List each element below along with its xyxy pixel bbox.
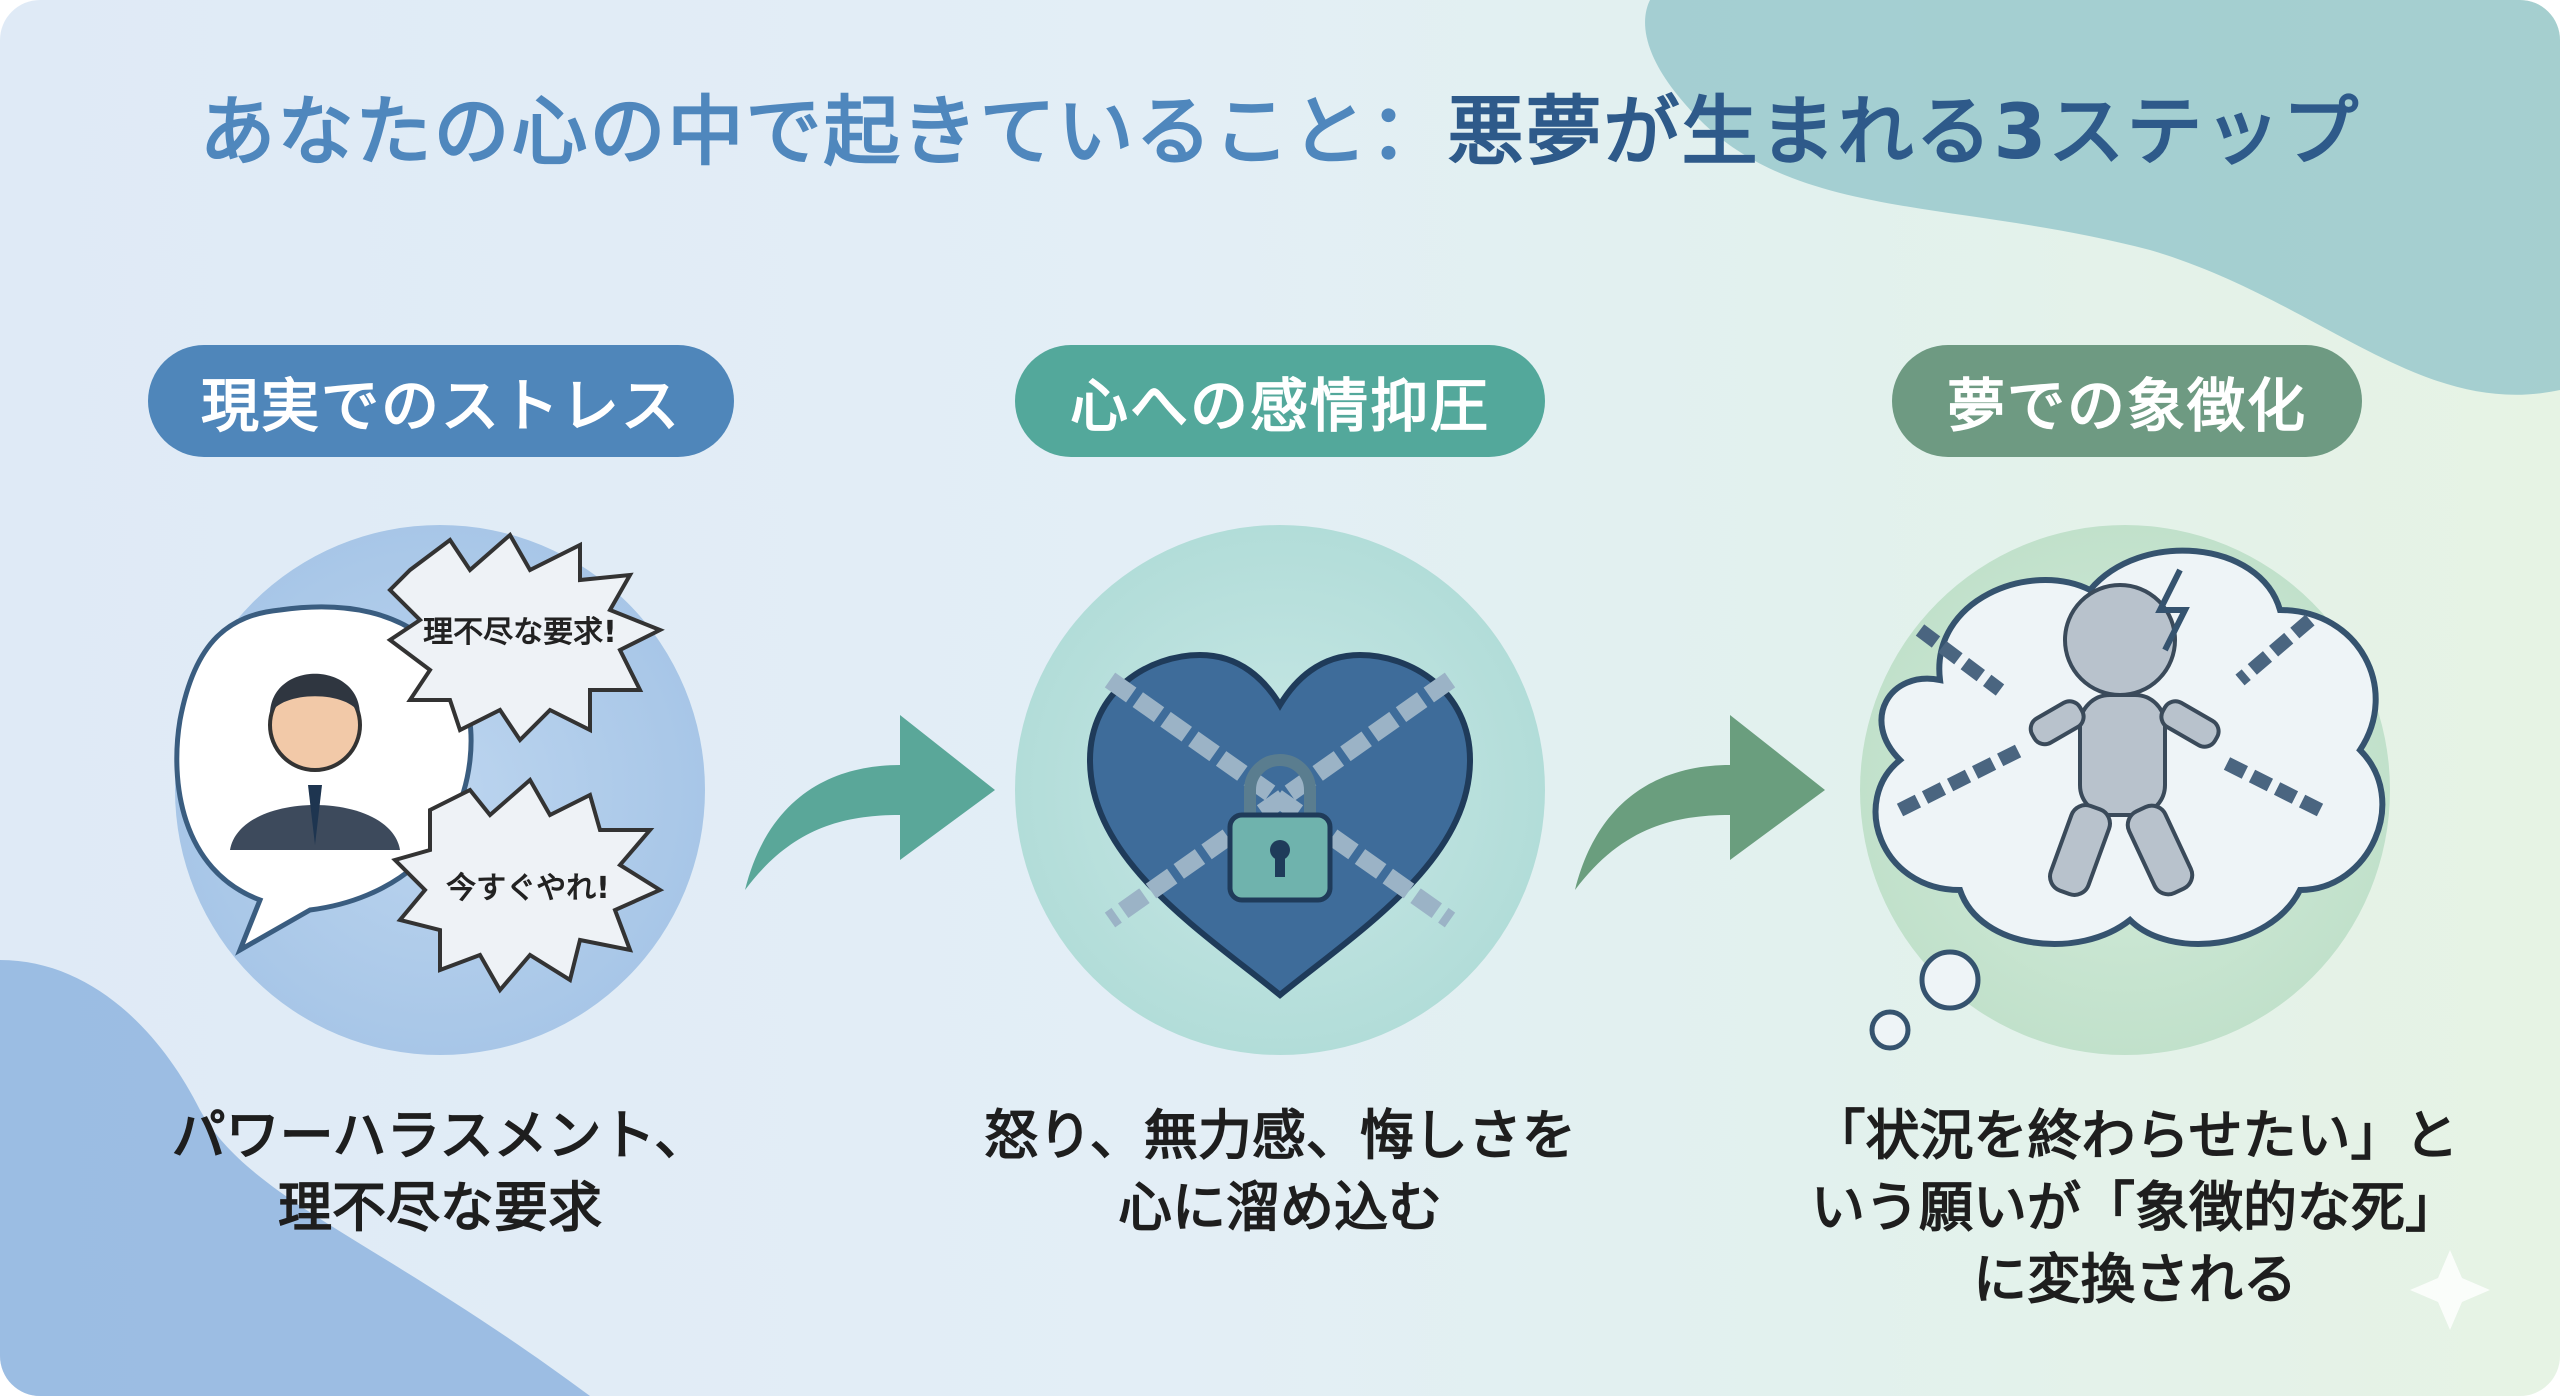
desc-line: に変換される xyxy=(1973,1248,2297,1311)
burst-text-2: 今すぐやれ! xyxy=(446,871,610,906)
step1-description: パワーハラスメント、理不尽な要求 xyxy=(40,1100,840,1244)
step1-label: 現実でのストレス xyxy=(148,345,734,457)
arrow-right-icon-1 xyxy=(745,715,995,890)
chained-heart-illustration xyxy=(1086,651,1474,999)
desc-line: 「状況を終わらせたい」と xyxy=(1811,1104,2459,1167)
step2-description: 怒り、無力感、悔しさを心に溜め込む xyxy=(880,1100,1680,1244)
speech-burst-1: 理不尽な要求! xyxy=(386,531,665,744)
step2-label: 心への感情抑圧 xyxy=(1015,345,1545,457)
desc-line: いう願いが「象徴的な死」 xyxy=(1811,1176,2459,1239)
broken-doll-cloud-illustration xyxy=(1869,547,2386,1051)
broken-doll-icon xyxy=(2028,583,2221,897)
padlock-icon xyxy=(1227,754,1333,903)
arrow-right-icon-2 xyxy=(1575,715,1825,890)
title-part1: あなたの心の中で起きていること： xyxy=(199,87,1448,176)
broken-chain-icon xyxy=(1896,614,2324,817)
boss-illustration: 理不尽な要求! 今すぐやれ! xyxy=(174,531,665,994)
sparkle-icon xyxy=(2410,1250,2490,1330)
page-title: あなたの心の中で起きていること：悪夢が生まれる3ステップ xyxy=(0,70,2560,180)
step3-description: 「状況を終わらせたい」という願いが「象徴的な死」に変換される xyxy=(1735,1100,2535,1316)
desc-line: 心に溜め込む xyxy=(1118,1176,1442,1239)
burst-text-1: 理不尽な要求! xyxy=(423,615,617,650)
title-part2: 悪夢が生まれる3ステップ xyxy=(1447,87,2361,176)
speech-burst-2: 今すぐやれ! xyxy=(391,776,665,994)
desc-line: パワーハラスメント、 xyxy=(171,1104,709,1167)
desc-line: 怒り、無力感、悔しさを xyxy=(984,1104,1576,1167)
step3-label: 夢での象徴化 xyxy=(1892,345,2362,457)
chain-icon xyxy=(1104,672,1456,928)
desc-line: 理不尽な要求 xyxy=(278,1176,602,1239)
